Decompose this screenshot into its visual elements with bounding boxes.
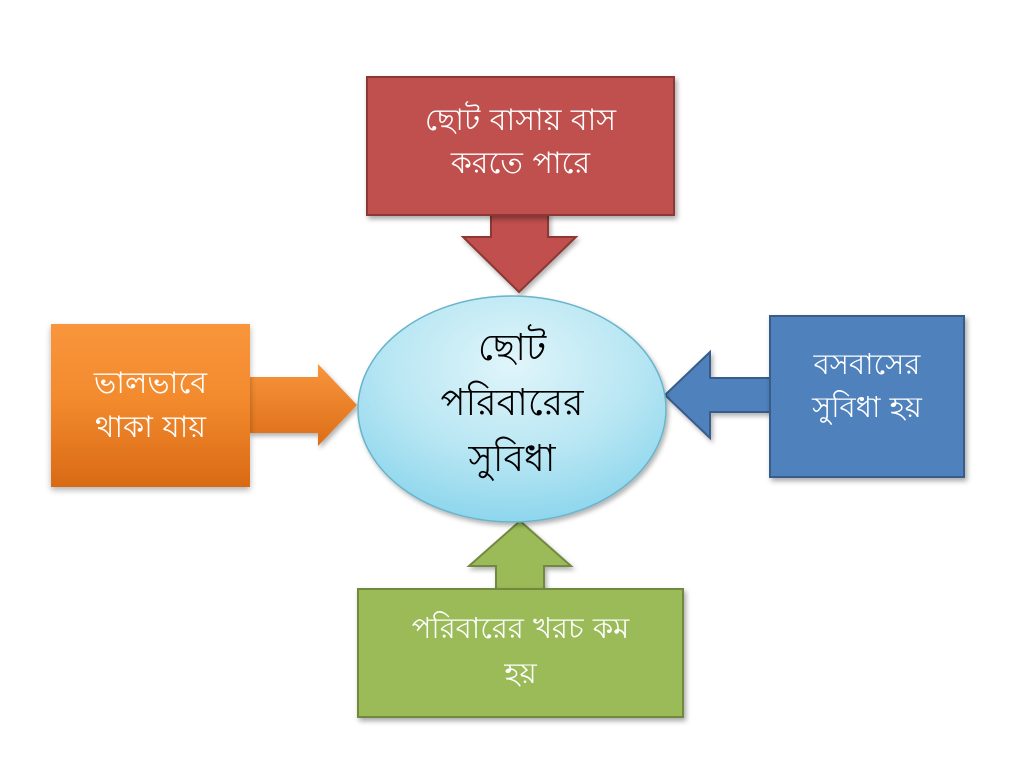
benefit-box-right: বসবাসের সুবিধা হয় (769, 315, 965, 478)
center-topic: ছোট পরিবারের সুবিধা (357, 296, 667, 524)
benefit-text-left: ভালভাবে থাকা যায় (94, 362, 207, 449)
bottom-arrow (466, 519, 574, 591)
center-line-1: ছোট (477, 325, 547, 369)
top-arrow (460, 212, 579, 294)
left-arrow (248, 364, 357, 446)
center-ellipse-shape (357, 295, 667, 523)
benefit-text-right: বসবাসের সুবিধা হয় (812, 343, 922, 427)
benefit-right-line-1: বসবাসের (813, 347, 921, 382)
center-line-3: সুবিধা (468, 436, 556, 480)
benefit-left-line-2: থাকা যায় (94, 409, 206, 445)
benefit-left-line-1: ভালভাবে (93, 366, 208, 401)
benefit-text-top: ছোট বাসায় বাস করতে পারে (425, 99, 616, 186)
benefit-top-line-2: করতে পারে (450, 146, 591, 181)
benefit-bottom-line-2: হয় (504, 656, 537, 690)
center-line-2: পরিবারের (440, 381, 584, 425)
benefit-box-top: ছোট বাসায় বাস করতে পারে (366, 76, 675, 216)
benefit-box-left: ভালভাবে থাকা যায় (51, 324, 250, 487)
benefit-bottom-line-1: পরিবারের খরচ কম (411, 611, 630, 646)
benefit-box-bottom: পরিবারের খরচ কম হয় (357, 588, 684, 718)
center-topic-text: ছোট পরিবারের সুবিধা (441, 320, 584, 487)
benefit-text-bottom: পরিবারের খরচ কম হয় (412, 606, 630, 696)
right-arrow (663, 349, 772, 441)
benefit-right-line-2: সুবিধা হয় (812, 389, 922, 424)
benefit-top-line-1: ছোট বাসায় বাস (424, 102, 617, 138)
